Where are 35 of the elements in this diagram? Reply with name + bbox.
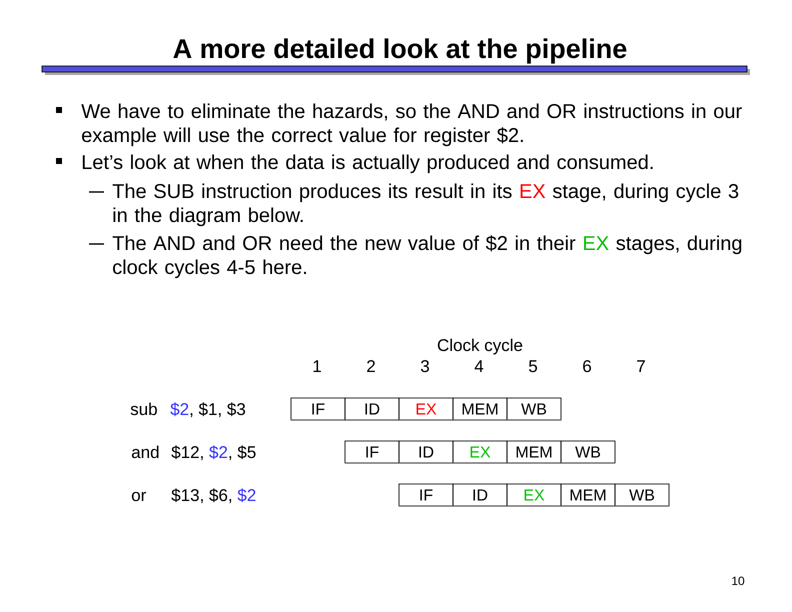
cycle-number: 7 [637,360,645,372]
stage-box: WB [614,484,670,507]
stage-box: EX [452,440,508,464]
bullet-text: Let’s look at when the data is actually produced and consumed. [82,154,653,174]
cycle-number: 1 [314,360,321,372]
stage-box: WB [560,440,616,464]
instruction-operands: $12, $2, $5 [171,445,256,460]
sub-bullet-text: The AND and OR need the new value of $2 in their EX stages, during clock cycles 4-5 here. [112,235,742,278]
stage-box: ID [398,440,454,464]
page-number: 10 [732,576,744,586]
stage-box: ID [452,484,508,507]
cycle-number: 6 [583,360,591,372]
bullet-text: We have to eliminate the hazards, so the AND and OR instructions in our example will use the correct value for register $2. [81,104,742,146]
stage-box: IF [290,398,346,421]
stage-box: MEM [560,484,616,507]
cycle-number: 3 [420,360,429,372]
instruction-opcode: or [132,492,146,502]
instruction-opcode: sub [130,402,157,416]
stage-box: MEM [506,440,562,464]
stage-box: IF [344,440,400,464]
cycle-number: 2 [367,360,375,372]
stage-box: EX [398,398,454,421]
instruction-opcode: and [132,446,158,458]
cycle-number: 4 [474,360,484,372]
stage-box: WB [506,398,562,421]
slide-title: A more detailed look at the pipeline [173,38,626,64]
instruction-operands: $2, $1, $3 [170,402,246,418]
stage-box: MEM [452,398,508,421]
sub-bullet-text: The SUB instruction produces its result in its EX stage, during cycle 3 in the diagram below. [112,184,738,226]
stage-box: EX [506,484,562,507]
stage-box: ID [344,398,400,421]
axis-title: Clock cycle [438,338,522,355]
stage-box: IF [398,484,454,507]
instruction-operands: $13, $6, $2 [171,488,256,504]
cycle-number: 5 [528,360,538,372]
